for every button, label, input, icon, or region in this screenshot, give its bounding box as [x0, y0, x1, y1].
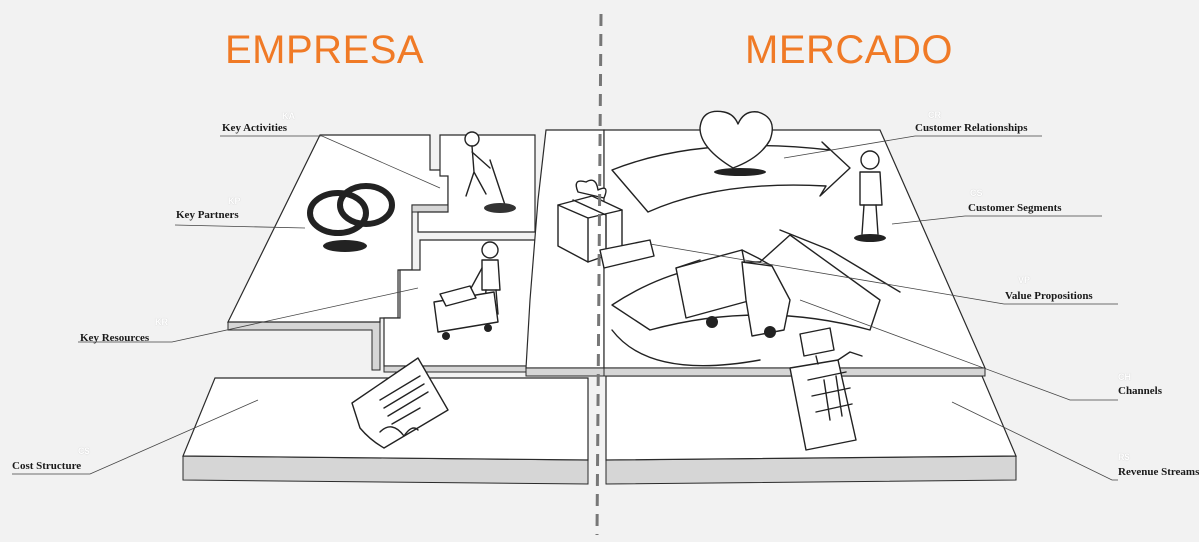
gift-box-icon	[557, 179, 655, 269]
customer-segments-abbr: CS	[970, 188, 983, 198]
cash-register-icon	[789, 327, 863, 451]
contract-document-icon	[351, 357, 449, 449]
channels-abbr: CH	[1118, 372, 1131, 382]
delivery-truck-icon	[675, 249, 791, 338]
customer-relationships-abbr: CR	[928, 110, 941, 120]
mercado-heading: MERCADO	[745, 28, 953, 72]
rings-icon	[307, 183, 395, 252]
divider-line	[595, 13, 603, 536]
key-resources-abbr: KR	[155, 317, 168, 327]
standing-person-icon	[854, 150, 886, 242]
key-resources-label: Key Resources	[80, 332, 150, 344]
key-partners-abbr: KP	[228, 196, 241, 206]
customer-relationships-label: Customer Relationships	[915, 122, 1028, 134]
key-partners-label: Key Partners	[176, 209, 239, 221]
revenue-streams-label: Revenue Streams	[1118, 466, 1199, 478]
revenue-streams-abbr: R$	[1118, 452, 1130, 462]
empresa-heading: EMPRESA	[225, 28, 425, 72]
leader-lines	[12, 135, 1118, 481]
cost-structure-label: Cost Structure	[12, 460, 82, 472]
key-activities-abbr: KA	[282, 111, 295, 121]
value-propositions-label: Value Propositions	[1005, 290, 1093, 302]
channels-label: Channels	[1118, 385, 1163, 397]
value-propositions-abbr: VP	[1018, 275, 1031, 285]
person-with-cart-icon	[433, 241, 501, 340]
customer-segments-label: Customer Segments	[968, 202, 1062, 214]
key-partners-tile	[227, 134, 449, 371]
cost-structure-abbr: C$	[78, 446, 90, 456]
key-activities-label: Key Activities	[222, 122, 288, 134]
heart-icon	[699, 110, 773, 176]
digging-person-icon	[464, 131, 516, 213]
